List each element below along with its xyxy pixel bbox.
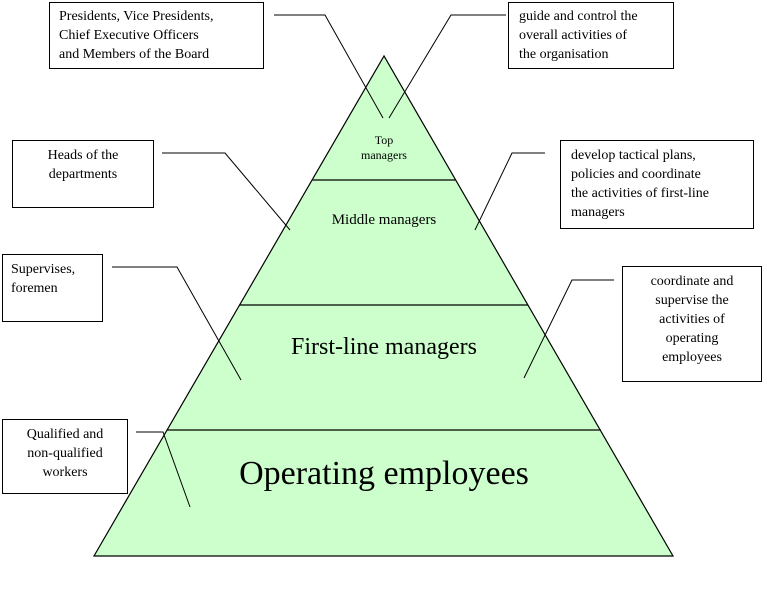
note-right-first-line: coordinate and supervise the activities …: [622, 266, 762, 382]
note-right-top: guide and control the overall activities…: [508, 2, 674, 69]
connector-left-top: [274, 14, 384, 119]
note-right-middle: develop tactical plans, policies and coo…: [560, 140, 754, 229]
level-operating-label: Operating employees: [239, 455, 529, 492]
pyramid: [92, 54, 675, 557]
connector-right-top: [388, 14, 506, 119]
note-left-operating: Qualified and non-qualified workers: [2, 419, 128, 494]
level-middle-label: Middle managers: [331, 212, 437, 228]
connector-left-operating: [136, 431, 191, 508]
connector-left-middle: [162, 152, 291, 231]
connector-right-first-line: [523, 279, 614, 379]
note-left-first-line: Supervises, foremen: [2, 254, 103, 322]
level-top-label: Top managers: [361, 133, 407, 162]
note-left-middle: Heads of the departments: [12, 140, 154, 208]
connector-right-middle: [474, 152, 545, 231]
note-left-top: Presidents, Vice Presidents, Chief Execu…: [49, 2, 264, 69]
level-first-line-label: First-line managers: [291, 334, 477, 360]
connector-left-first-line: [112, 266, 242, 381]
